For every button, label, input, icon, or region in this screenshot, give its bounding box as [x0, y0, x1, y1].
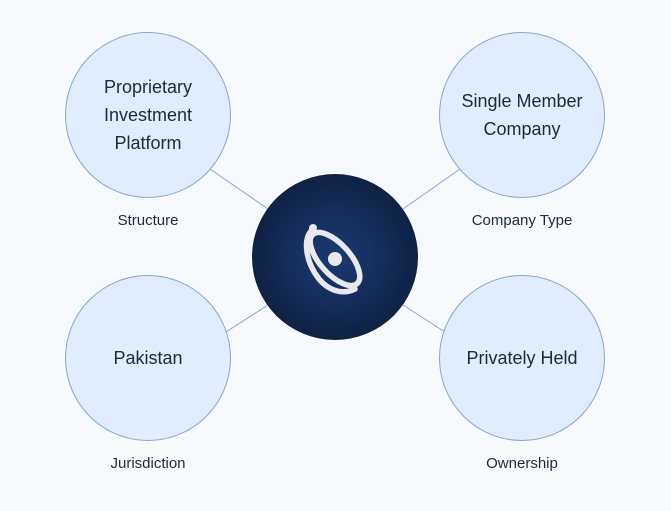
node-company-type: Single Member Company — [439, 32, 605, 198]
connector-structure — [209, 168, 269, 210]
node-jurisdiction: Pakistan — [65, 275, 231, 441]
hub-circle — [252, 174, 418, 340]
node-structure-value: Proprietary Investment Platform — [92, 73, 204, 157]
node-line: Company — [483, 119, 561, 139]
node-line: Platform — [114, 133, 182, 153]
node-line: Privately Held — [466, 348, 578, 368]
caption-structure: Structure — [117, 212, 179, 229]
node-line: Pakistan — [113, 348, 183, 368]
node-line: Investment — [103, 105, 193, 125]
node-jurisdiction-value: Pakistan — [101, 344, 194, 372]
connector-jurisdiction — [225, 304, 269, 333]
caption-jurisdiction: Jurisdiction — [110, 455, 186, 472]
node-line: Single Member — [461, 91, 583, 111]
node-structure: Proprietary Investment Platform — [65, 32, 231, 198]
caption-ownership: Ownership — [486, 455, 558, 472]
node-company-type-value: Single Member Company — [449, 87, 594, 143]
node-ownership-value: Privately Held — [454, 344, 589, 372]
node-line: Proprietary — [103, 77, 192, 97]
atom-icon — [303, 224, 363, 295]
connector-ownership — [402, 304, 446, 333]
connector-company-type — [402, 168, 461, 210]
node-ownership: Privately Held — [439, 275, 605, 441]
caption-company-type: Company Type — [471, 212, 573, 229]
